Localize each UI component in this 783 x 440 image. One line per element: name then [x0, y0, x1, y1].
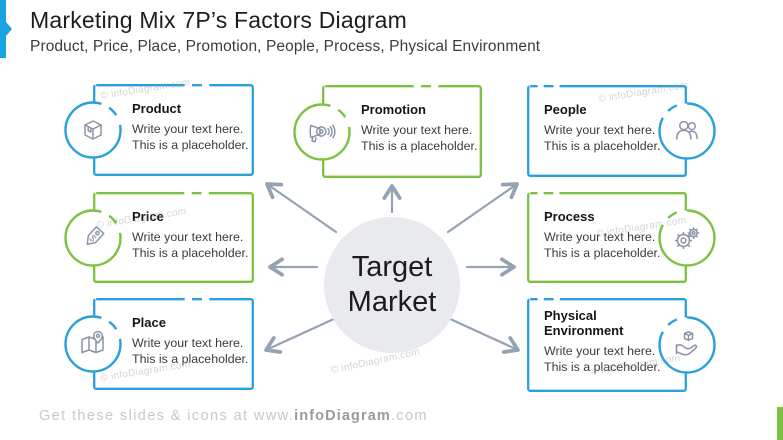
gears-icon: [674, 226, 700, 249]
megaphone-icon: [309, 123, 336, 143]
people-icon: [676, 120, 698, 140]
box-body: Write your text here.This is a placehold…: [132, 121, 249, 153]
target-market-label: Target Market: [347, 250, 437, 318]
arrow-to-people: [446, 182, 519, 234]
box-body: Write your text here.This is a placehold…: [132, 335, 249, 367]
box-title: Product: [132, 101, 182, 116]
page-subtitle: Product, Price, Place, Promotion, People…: [30, 37, 541, 55]
box-title: Price: [132, 209, 164, 224]
package-icon: [84, 120, 102, 140]
box-title: Place: [132, 315, 166, 330]
factor-box-price: $ Price Write your text here.This is a p…: [64, 192, 254, 283]
page-title: Marketing Mix 7P’s Factors Diagram: [30, 7, 408, 33]
box-body: Write your text here.This is a placehold…: [544, 343, 661, 374]
promotion-badge: [292, 102, 352, 162]
map-pin-icon: [81, 330, 104, 354]
process-badge: [657, 208, 717, 268]
box-body: Write your text here.This is a placehold…: [361, 122, 478, 154]
arrow-to-place: [264, 316, 338, 354]
product-badge: [63, 100, 123, 160]
physical-environment-badge: [657, 315, 717, 375]
brand-link[interactable]: infoDiagram: [294, 408, 391, 424]
arrow-to-physical-environment: [446, 316, 520, 354]
price-tag-icon: $: [86, 225, 105, 245]
factor-box-physical-environment: Physical Environment Write your text her…: [527, 298, 716, 392]
box-body: Write your text here.This is a placehold…: [544, 229, 661, 261]
box-body: Write your text here.This is a placehold…: [132, 229, 249, 261]
box-title: People: [544, 102, 587, 117]
box-title: Physical Environment: [544, 308, 624, 338]
people-badge: [657, 101, 717, 161]
box-title: Promotion: [361, 102, 426, 117]
factor-box-product: Product Write your text here.This is a p…: [64, 84, 254, 176]
box-body: Write your text here.This is a placehold…: [544, 122, 661, 154]
box-title: Process: [544, 209, 595, 224]
target-market-circle: Target Market: [324, 217, 460, 353]
hand-box-icon: [675, 331, 698, 356]
factor-box-place: Place Write your text here.This is a pla…: [64, 298, 254, 390]
factor-box-promotion: Promotion Write your text here.This is a…: [293, 85, 482, 178]
factor-box-people: People Write your text here.This is a pl…: [527, 85, 716, 177]
corner-accent-bar: [777, 407, 783, 440]
price-badge: $: [63, 208, 123, 268]
svg-text:$: $: [87, 232, 99, 244]
footer-credit: Get these slides & icons at www.infoDiag…: [39, 408, 428, 424]
factor-box-process: Process Write your text here.This is a p…: [527, 192, 716, 283]
arrow-to-product: [265, 182, 338, 234]
place-badge: [63, 314, 123, 374]
title-accent-mark: [0, 0, 12, 58]
